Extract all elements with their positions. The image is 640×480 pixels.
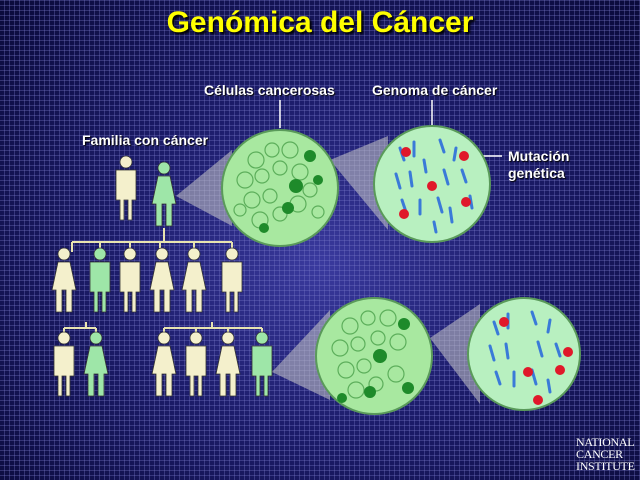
label-cancer-cells: Células cancerosas <box>204 82 335 98</box>
person-gen3-4 <box>185 331 207 397</box>
person-gen2-2-affected <box>89 247 111 313</box>
person-gen2-1 <box>51 247 77 313</box>
person-gen3-1 <box>53 331 75 397</box>
zoom-cone-bottom-2 <box>430 304 480 404</box>
person-gen2-3 <box>119 247 141 313</box>
nci-logo: NATIONAL CANCER INSTITUTE <box>576 436 638 472</box>
nci-logo-line3: INSTITUTE <box>576 459 635 473</box>
cancer-genome-circle-bottom <box>467 297 581 411</box>
zoom-cone-top-2 <box>330 136 388 230</box>
label-cancer-genome: Genoma de cáncer <box>372 82 498 98</box>
nci-logo-line2: CANCER <box>576 447 623 461</box>
label-cancer-family: Familia con cáncer <box>82 132 209 148</box>
cancer-genome-circle-top <box>373 125 491 243</box>
zoom-cone-top-1 <box>176 150 232 226</box>
label-genetic-mutation: Mutación genética <box>508 148 570 181</box>
nci-logo-line1: NATIONAL <box>576 435 635 449</box>
person-grandmother-affected <box>151 161 177 227</box>
person-grandfather <box>115 155 137 221</box>
person-gen3-3 <box>151 331 177 397</box>
cancer-cells-circle-top <box>221 129 339 247</box>
person-gen2-4 <box>149 247 175 313</box>
person-gen2-5 <box>181 247 207 313</box>
person-gen3-6-affected <box>251 331 273 397</box>
person-gen3-2-affected <box>83 331 109 397</box>
zoom-cone-bottom-1 <box>272 310 330 400</box>
person-gen2-6 <box>221 247 243 313</box>
person-gen3-5 <box>215 331 241 397</box>
page-title: Genómica del Cáncer <box>166 6 474 39</box>
cancer-cells-circle-bottom <box>315 297 433 415</box>
